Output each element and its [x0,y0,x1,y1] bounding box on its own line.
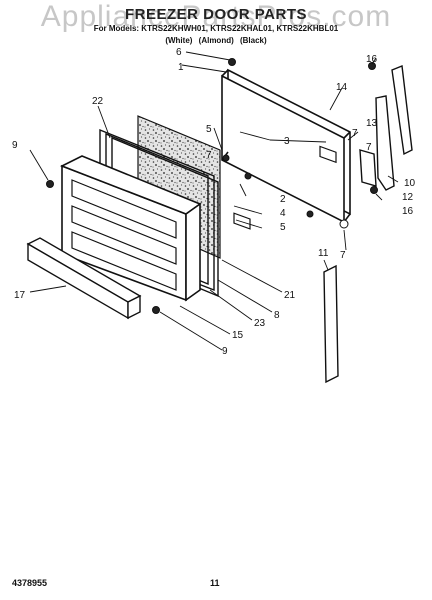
hinge-arm-part [359,65,413,191]
callout-7: 7 [352,128,358,139]
callout-15: 15 [232,330,244,341]
callout-7d: 7 [340,250,346,261]
callout-23: 23 [254,318,266,329]
callout-16: 16 [366,54,378,65]
door-liner-shelves [71,179,177,291]
callout-14: 14 [336,82,348,93]
callout-11: 11 [318,248,329,259]
leader-lines [29,51,399,351]
door-outer-panel-part [60,155,202,302]
callout-6: 6 [176,47,182,58]
bottom-trim-part [26,237,142,320]
page-number: 11 [210,578,220,588]
callout-22: 22 [92,96,104,107]
callout-16b: 16 [402,206,414,217]
callout-8: 8 [274,310,280,321]
models-line: For Models: KTRS22KHWH01, KTRS22KHAL01, … [93,24,339,33]
part-number: 4378955 [12,578,48,588]
callout-3: 3 [284,136,290,147]
callout-10: 10 [404,178,416,189]
handle-trim-part [323,264,339,384]
callout-9: 9 [12,140,18,151]
callout-2: 2 [280,194,286,205]
watermark: AppliancePartsPros.com [40,0,392,33]
callout-5b: 5 [280,222,286,233]
callout-4: 4 [280,208,286,219]
page-title: FREEZER DOOR PARTS [124,6,308,23]
callout-21: 21 [284,290,296,301]
callout-7c: 7 [206,150,212,161]
callout-5: 5 [206,124,212,135]
screw-part [46,58,378,314]
callout-12: 12 [402,192,414,203]
callout-17: 17 [14,290,26,301]
callout-13: 13 [366,118,378,129]
colors-line: (White) (Almond) (Black) [165,36,267,45]
callout-7b: 7 [366,142,372,153]
callout-1: 1 [178,62,184,73]
callout-9b: 9 [222,346,228,357]
